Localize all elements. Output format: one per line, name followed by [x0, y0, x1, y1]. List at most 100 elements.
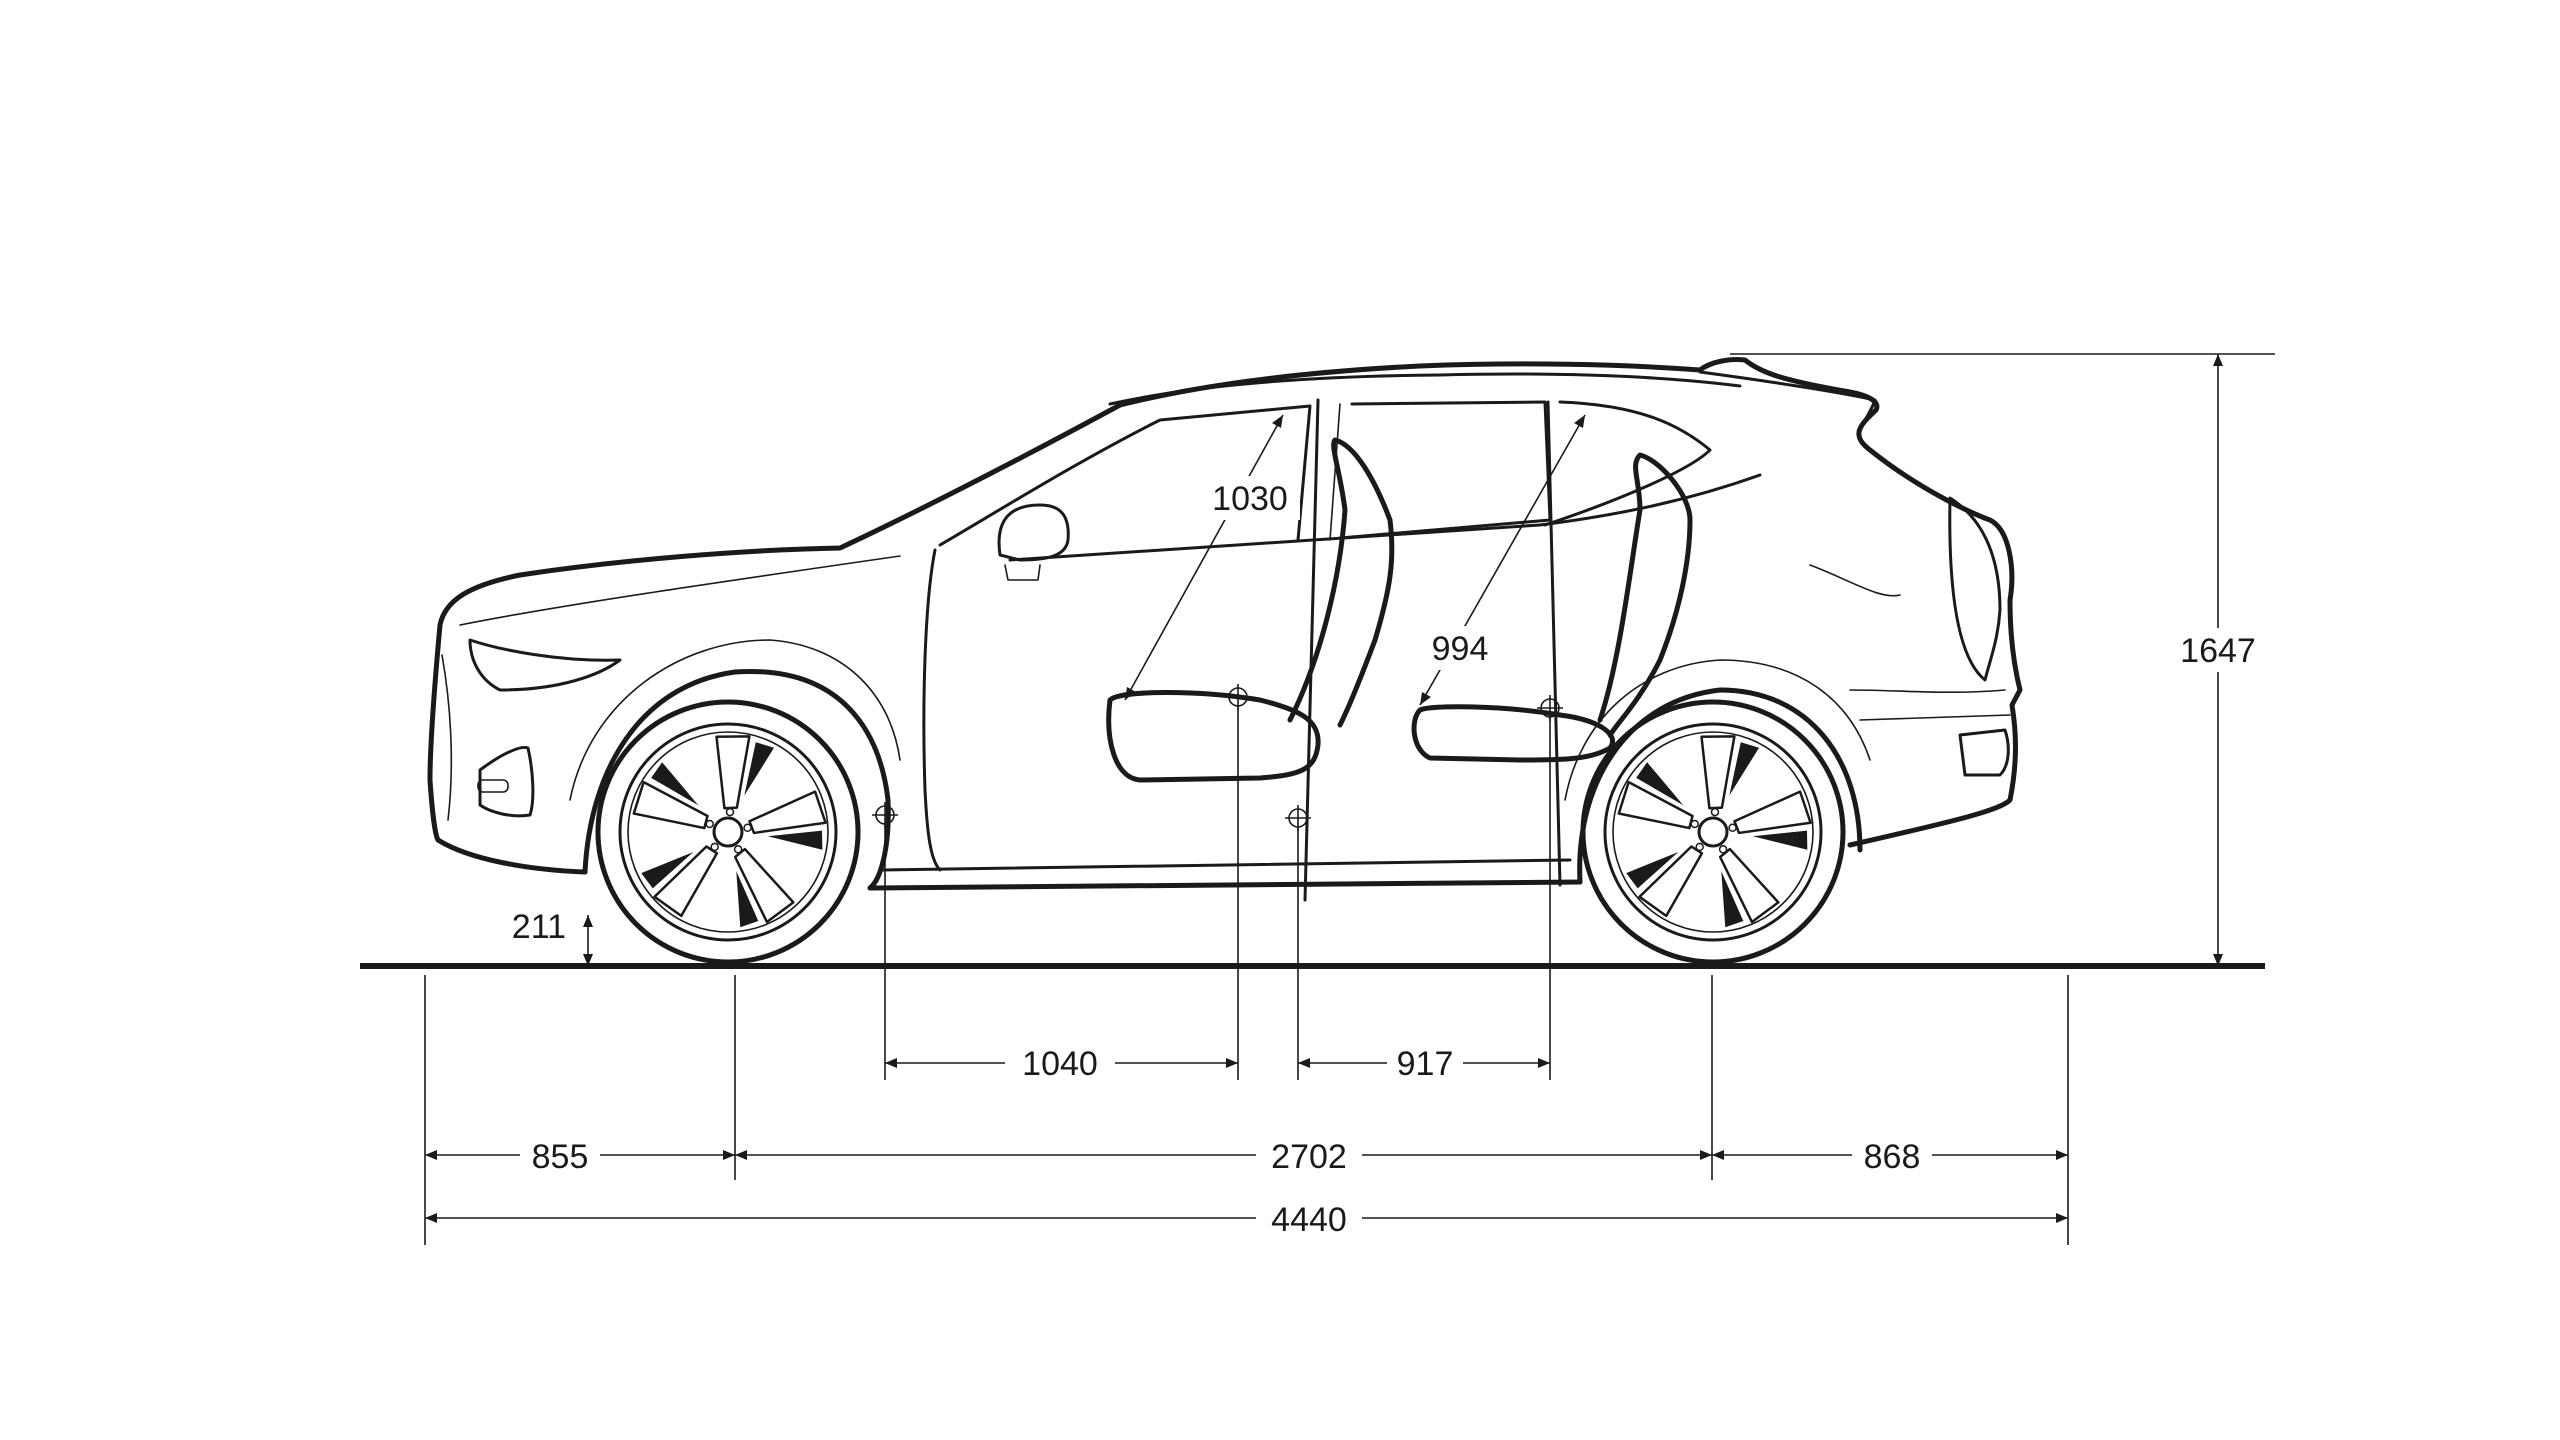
dimension-labels: 1040 917 855 2702 868 4440 1647 211 1030… — [512, 476, 2266, 1240]
mirror-base — [1004, 564, 1041, 581]
sill-line — [878, 858, 1572, 872]
fog-lamp-inner — [477, 779, 509, 793]
headlight — [468, 638, 622, 692]
fog-lamp — [478, 745, 535, 818]
hood-line — [459, 555, 901, 626]
b-pillar-inner — [1329, 403, 1341, 541]
label-rear-overhang: 868 — [1864, 1138, 1921, 1176]
front-window — [938, 404, 1312, 547]
rocker-line — [867, 879, 1583, 891]
roof-spoiler — [1698, 370, 1877, 434]
rim-spoke — [1700, 735, 1736, 810]
rim-spoke — [653, 845, 719, 918]
lug-nut — [1710, 807, 1720, 817]
rear-hub — [1697, 816, 1729, 848]
rim-spoke-shadow — [641, 851, 694, 889]
rear-rim — [1603, 722, 1823, 942]
label-bg-rear-legroom — [1387, 1040, 1463, 1084]
label-bg-overall-length — [1256, 1196, 1362, 1240]
lug-nut — [725, 807, 735, 817]
rim-spoke-shadow — [1626, 851, 1679, 889]
rear-heel-point-marker — [1285, 805, 1311, 831]
lug-nut — [1728, 823, 1737, 832]
rear-arch-trim — [1564, 659, 1871, 801]
rim-spoke — [1718, 847, 1780, 924]
lug-nut — [1695, 842, 1704, 852]
front-door-outline — [922, 548, 942, 872]
rim-spoke — [1638, 845, 1704, 918]
label-bg-front-overhang — [520, 1133, 600, 1177]
rear-hip-point-marker — [1537, 695, 1563, 721]
label-front-overhang: 855 — [532, 1138, 589, 1176]
front-rim — [618, 722, 838, 942]
rear-rim-inner — [1612, 731, 1814, 933]
leader-front-headroom — [1124, 414, 1284, 701]
label-overall-length: 4440 — [1271, 1201, 1347, 1239]
rim-spoke-shadow — [1636, 762, 1684, 806]
front-grille-edge — [441, 654, 453, 821]
label-bg-front-legroom — [1005, 1040, 1115, 1084]
rim-spoke — [748, 790, 827, 835]
label-rear-legroom: 917 — [1397, 1045, 1454, 1083]
lug-nut — [1690, 819, 1699, 829]
label-rear-headroom: 994 — [1432, 630, 1489, 668]
dimension-lines — [424, 353, 2275, 1245]
front-hub — [712, 816, 744, 848]
lug-nut — [710, 842, 719, 852]
rear-bumper-line — [1859, 714, 2011, 721]
rear-lamp — [1948, 496, 2002, 682]
arrowheads — [425, 354, 2223, 1223]
rear-seat-cushion — [1411, 704, 1615, 763]
rim-spoke-shadow — [1729, 742, 1760, 796]
rear-tire — [1580, 699, 1846, 965]
rim-spoke-shadow — [744, 742, 775, 796]
lug-nut — [705, 819, 714, 829]
front-heel-point-marker — [872, 802, 898, 828]
lug-nut — [1718, 845, 1728, 854]
lug-nut — [733, 845, 743, 854]
rim-spoke — [715, 735, 751, 810]
label-front-headroom: 1030 — [1212, 480, 1288, 518]
side-mirror — [997, 503, 1070, 562]
reference-markers — [872, 684, 1563, 831]
rim-spoke — [733, 847, 795, 924]
rear-reflector — [1958, 728, 2010, 777]
rim-spoke-shadow — [767, 830, 823, 850]
rear-side-line — [1849, 689, 2006, 694]
label-bg-rear-headroom — [1420, 626, 1500, 670]
label-bg-rear-overhang — [1852, 1133, 1932, 1177]
front-rim-spokes — [632, 735, 827, 928]
rear-rim-spokes — [1617, 735, 1812, 928]
rim-spoke-shadow — [736, 871, 759, 928]
quarter-window — [1543, 400, 1712, 527]
rim-spoke — [632, 780, 709, 830]
label-wheelbase: 2702 — [1271, 1138, 1347, 1176]
front-arch-trim — [569, 639, 901, 801]
label-ground-clearance: 211 — [512, 908, 566, 946]
front-wheel — [595, 699, 861, 965]
lug-nut — [743, 823, 752, 832]
rim-spoke-shadow — [1752, 830, 1808, 850]
rear-lamp-lower — [1809, 564, 1901, 597]
rear-wheel-arch — [1577, 687, 1863, 885]
label-overall-height: 1647 — [2180, 632, 2256, 670]
front-tire — [595, 699, 861, 965]
rim-spoke-shadow — [651, 762, 699, 806]
rim-spoke — [1733, 790, 1812, 835]
label-front-legroom: 1040 — [1022, 1045, 1098, 1083]
front-wheel-arch — [582, 669, 891, 891]
rear-seat-back — [1597, 452, 1693, 738]
car-side-profile — [427, 357, 2023, 902]
label-bg-wheelbase — [1256, 1133, 1362, 1177]
front-seat-back — [1287, 437, 1395, 728]
belt-line — [1008, 473, 1762, 562]
roof-rail — [1108, 372, 1742, 406]
c-pillar — [1546, 400, 1562, 887]
front-rim-inner — [627, 731, 829, 933]
car-body-outline — [437, 357, 2023, 848]
rim-spoke — [1617, 780, 1694, 830]
front-seat-cushion — [1106, 690, 1321, 783]
label-bg-overall-height — [2170, 628, 2266, 672]
